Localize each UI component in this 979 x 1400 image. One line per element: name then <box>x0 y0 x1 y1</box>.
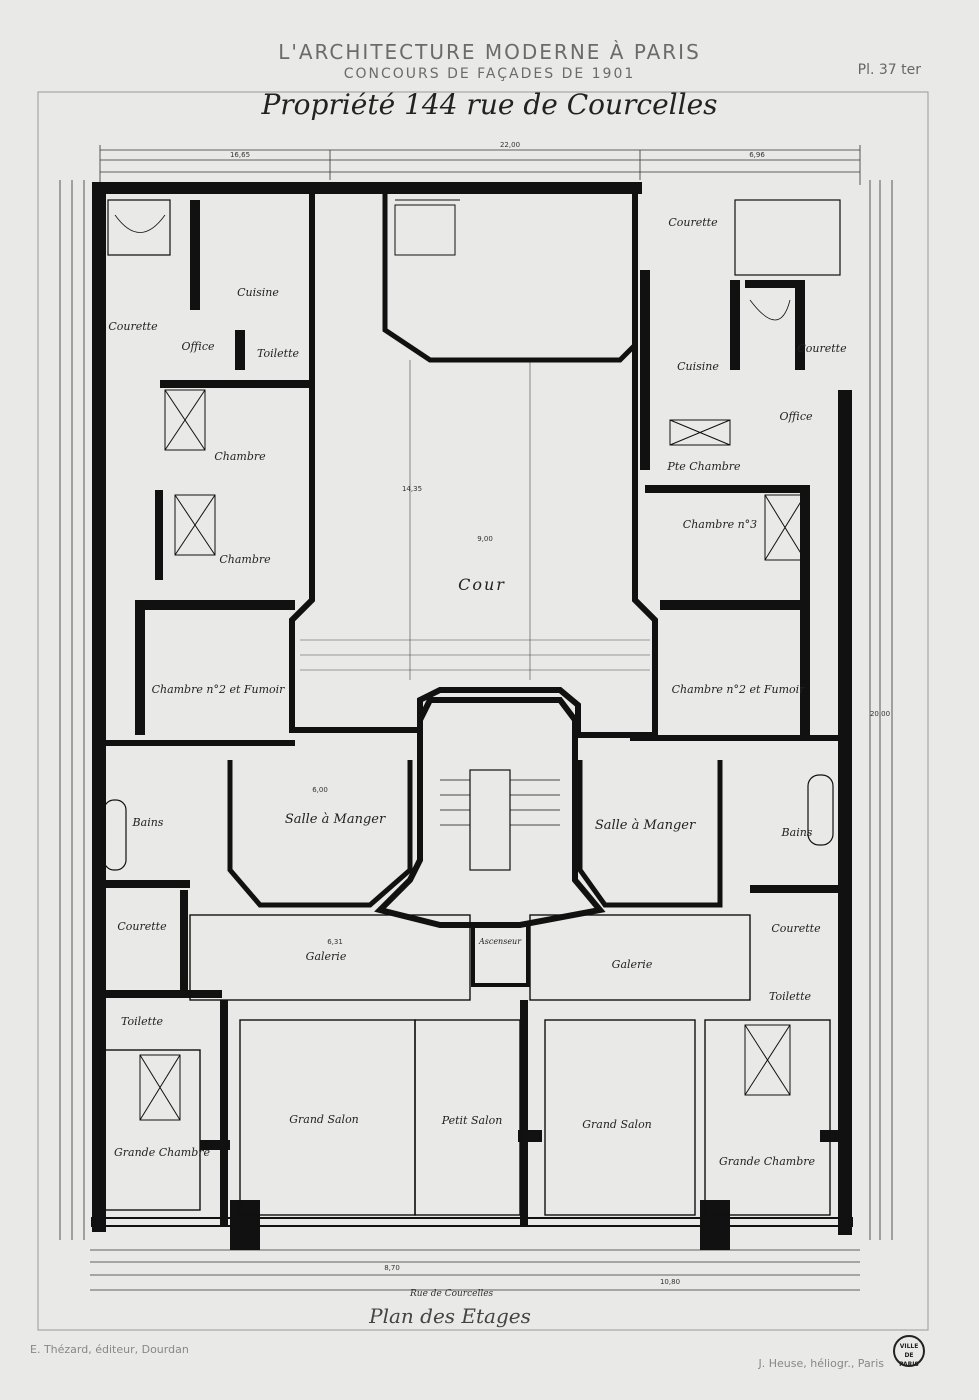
kitchen-right-label: Cuisine <box>677 360 719 373</box>
service-stairs <box>107 199 841 321</box>
bottom-dimension-lines <box>90 1249 860 1291</box>
bedroom-a-label: Chambre <box>214 450 266 463</box>
plan-caption: Plan des Etages <box>369 1304 531 1328</box>
courette-mid-left-label: Courette <box>117 920 167 933</box>
plate-number: Pl. 37 ter <box>857 62 921 78</box>
dimension-salle: 6,00 <box>312 786 328 794</box>
series-title: L'ARCHITECTURE MODERNE À PARIS <box>278 40 701 64</box>
dimension-bottom-right: 10,80 <box>659 1278 681 1286</box>
toilette-left-label: Toilette <box>256 347 300 360</box>
kitchen-left-label: Cuisine <box>237 286 279 299</box>
library-stamp: VILLE DE PARIS <box>893 1335 925 1368</box>
grand-stair <box>374 697 606 987</box>
galerie-band <box>189 914 751 1001</box>
bedroom-b-label: Chambre <box>219 553 271 566</box>
toilette-right-label: Toilette <box>768 990 812 1003</box>
light-shafts <box>139 389 806 1121</box>
plate-title: Propriété 144 rue de Courcelles <box>261 88 718 121</box>
top-dimension-lines <box>99 145 861 185</box>
dimension-overall-width: 22,00 <box>499 141 521 149</box>
dimension-top-right: 6,96 <box>749 151 765 159</box>
publisher-credit: E. Thézard, éditeur, Dourdan <box>30 1343 189 1356</box>
toilette-lower-left-label: Toilette <box>120 1015 164 1028</box>
plate-frame <box>37 91 929 1331</box>
courtyard <box>289 194 658 738</box>
dimension-top-left: 16,65 <box>229 151 251 159</box>
small-bedroom-label: Pte Chambre <box>667 460 741 473</box>
front-salons <box>99 1019 831 1216</box>
elevator-label: Ascenseur <box>478 937 522 946</box>
bathtubs <box>103 774 834 871</box>
office-right-label: Office <box>779 410 813 423</box>
dimension-courtyard-width: 9,00 <box>477 535 493 543</box>
street-label: Rue de Courcelles <box>410 1289 494 1299</box>
bath-left-label: Bains <box>132 816 164 829</box>
grand-salon-left-label: Grand Salon <box>289 1113 359 1126</box>
courtyard-label: Cour <box>458 575 506 594</box>
master-bedroom-left-label: Grande Chambre <box>113 1146 211 1159</box>
engraver-credit: J. Heuse, héliogr., Paris <box>758 1357 885 1370</box>
dining-right-label: Salle à Manger <box>594 818 696 833</box>
dimension-bottom-total: 8,70 <box>384 1264 400 1272</box>
series-subtitle: CONCOURS DE FAÇADES DE 1901 <box>343 66 636 82</box>
dining-left-label: Salle à Manger <box>284 812 386 827</box>
courette-top-right-label: Courette <box>668 216 718 229</box>
grand-salon-right-label: Grand Salon <box>582 1118 652 1131</box>
bath-right-label: Bains <box>781 826 813 839</box>
courette-right-label: Courette <box>797 342 847 355</box>
dimension-galerie: 6,31 <box>327 938 343 946</box>
bedroom-2-left-label: Chambre n°2 et Fumoir <box>151 683 285 696</box>
dining-room-bays <box>227 760 723 908</box>
bedroom-2-right-label: Chambre n°2 et Fumoir <box>671 683 805 696</box>
master-bedroom-right-label: Grande Chambre <box>718 1155 816 1168</box>
dimension-courtyard-depth: 14,35 <box>401 485 423 493</box>
dimension-right-depth: 20,00 <box>869 710 891 718</box>
courette-left-label: Courette <box>108 320 158 333</box>
gallery-right-label: Galerie <box>611 958 653 971</box>
office-left-label: Office <box>181 340 215 353</box>
bedroom-3-label: Chambre n°3 <box>682 518 758 531</box>
courette-lower-right-label: Courette <box>771 922 821 935</box>
side-dimension-lines <box>59 180 893 1240</box>
outer-walls <box>91 182 853 1250</box>
gallery-left-label: Galerie <box>305 950 347 963</box>
petit-salon-label: Petit Salon <box>441 1114 503 1127</box>
upper-stair-hall <box>382 194 637 363</box>
